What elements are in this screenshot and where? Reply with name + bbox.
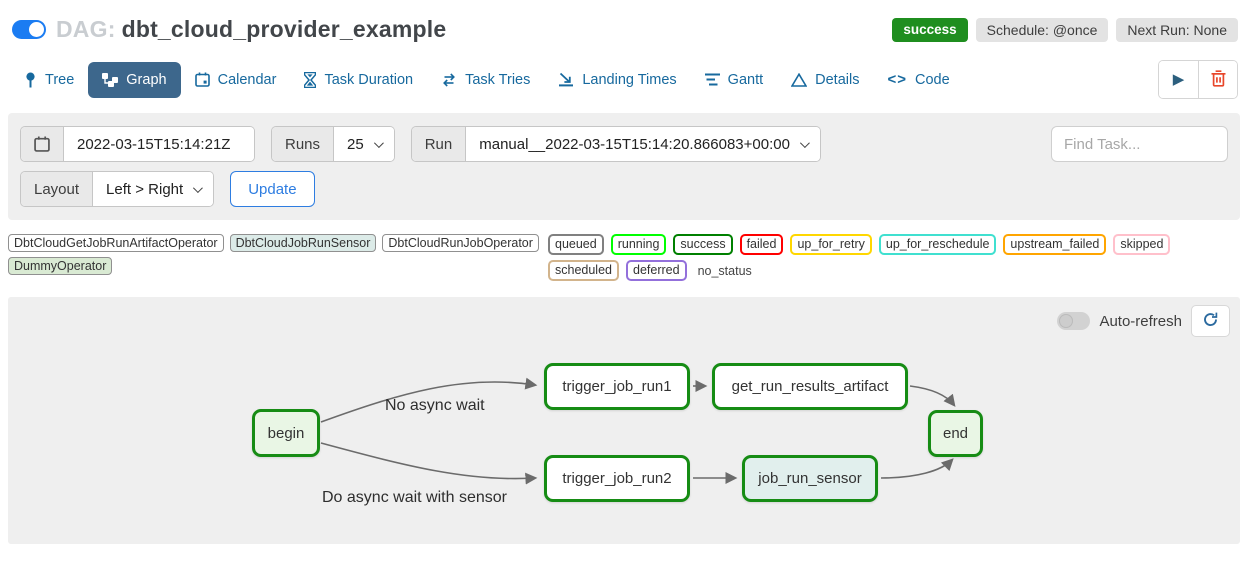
dag-prefix-label: DAG: — [56, 16, 116, 42]
tab-details[interactable]: Details — [777, 62, 873, 98]
no-status-label: no_status — [697, 263, 752, 278]
filter-row-2: Layout Left > Right Update — [20, 171, 1228, 207]
task-node-job-run-sensor[interactable]: job_run_sensor — [742, 455, 878, 502]
status-legend-badge[interactable]: running — [610, 234, 667, 255]
toggle-knob — [29, 22, 44, 37]
plane-landing-icon — [558, 72, 574, 87]
operator-legend: DbtCloudGetJobRunArtifactOperator DbtClo… — [8, 234, 548, 275]
tab-label: Tree — [45, 71, 75, 88]
auto-refresh-label: Auto-refresh — [1099, 312, 1182, 330]
tab-label: Code — [915, 71, 950, 88]
chevron-down-icon — [799, 137, 810, 148]
chevron-down-icon — [373, 137, 384, 148]
gantt-icon — [704, 73, 720, 86]
tab-task-duration[interactable]: Task Duration — [290, 62, 427, 98]
filter-panel: 2022-03-15T15:14:21Z Runs 25 Run manual_… — [8, 113, 1240, 220]
tab-tree[interactable]: Tree — [10, 62, 88, 98]
num-runs-group: Runs 25 — [271, 126, 395, 162]
auto-refresh-toggle[interactable] — [1057, 312, 1091, 330]
tab-label: Landing Times — [582, 71, 677, 88]
status-legend-badge[interactable]: upstream_failed — [1003, 234, 1107, 255]
find-task-input[interactable] — [1051, 126, 1228, 162]
tab-label: Gantt — [727, 71, 764, 88]
status-legend-badge[interactable]: success — [673, 234, 733, 255]
calendar-addon-icon[interactable] — [21, 127, 64, 161]
status-badge[interactable]: success — [892, 18, 968, 42]
run-select-group: Run manual__2022-03-15T15:14:20.866083+0… — [410, 126, 821, 162]
tree-icon — [24, 72, 37, 88]
operator-badge[interactable]: DbtCloudRunJobOperator — [382, 234, 539, 252]
layout-select[interactable]: Left > Right — [93, 172, 214, 206]
run-label: Run — [411, 127, 467, 161]
schedule-badge: Schedule: @once — [975, 18, 1109, 42]
update-button[interactable]: Update — [230, 171, 315, 207]
status-legend-badge[interactable]: queued — [548, 234, 604, 255]
dag-edges — [320, 377, 956, 485]
tab-label: Task Duration — [324, 71, 414, 88]
chevron-down-icon — [193, 182, 204, 193]
retry-icon — [441, 72, 457, 87]
delete-dag-button[interactable] — [1198, 61, 1237, 98]
trash-icon — [1211, 69, 1226, 90]
task-node-get-run-results-artifact[interactable]: get_run_results_artifact — [712, 363, 908, 410]
run-select[interactable]: manual__2022-03-15T15:14:20.866083+00:00 — [466, 127, 820, 161]
tab-landing-times[interactable]: Landing Times — [544, 62, 690, 98]
edge-label-no-async-wait: No async wait — [385, 397, 485, 414]
refresh-icon — [1202, 311, 1219, 331]
status-legend-badge[interactable]: scheduled — [548, 260, 619, 281]
edge-label-do-async-wait: Do async wait with sensor — [322, 489, 507, 506]
task-node-trigger-job-run1[interactable]: trigger_job_run1 — [544, 363, 690, 410]
tab-task-tries[interactable]: Task Tries — [427, 62, 544, 98]
toggle-knob — [1059, 314, 1074, 328]
dag-graph-panel: Auto-refresh begin trigger_job_run1 get_… — [8, 297, 1240, 544]
status-legend-badge[interactable]: deferred — [626, 260, 687, 281]
tab-label: Calendar — [217, 71, 277, 88]
operator-badge[interactable]: DbtCloudJobRunSensor — [229, 234, 377, 252]
code-icon: <> — [887, 71, 907, 88]
base-date-group: 2022-03-15T15:14:21Z — [20, 126, 255, 162]
runs-label: Runs — [272, 127, 335, 161]
triangle-icon — [791, 72, 808, 87]
operator-badge[interactable]: DummyOperator — [8, 257, 113, 275]
status-legend: queued running success failed up_for_ret… — [548, 234, 1240, 281]
graph-icon — [102, 72, 119, 87]
tab-label: Task Tries — [465, 71, 531, 88]
legend: DbtCloudGetJobRunArtifactOperator DbtClo… — [8, 234, 1240, 281]
header: DAG:dbt_cloud_provider_example success S… — [0, 0, 1248, 43]
base-date-input[interactable]: 2022-03-15T15:14:21Z — [64, 127, 254, 161]
layout-group: Layout Left > Right — [20, 171, 215, 207]
status-legend-badge[interactable]: failed — [739, 234, 784, 255]
status-legend-badge[interactable]: up_for_retry — [790, 234, 872, 255]
tab-gantt[interactable]: Gantt — [691, 62, 777, 98]
task-node-end[interactable]: end — [928, 410, 983, 457]
page-title: DAG:dbt_cloud_provider_example — [56, 16, 446, 43]
tab-label: Details — [815, 71, 860, 88]
trigger-dag-button[interactable]: ▶ — [1159, 61, 1198, 98]
task-node-trigger-job-run2[interactable]: trigger_job_run2 — [544, 455, 690, 502]
tab-calendar[interactable]: Calendar — [181, 62, 291, 98]
refresh-button[interactable] — [1191, 305, 1230, 337]
operator-badge[interactable]: DbtCloudGetJobRunArtifactOperator — [8, 234, 224, 252]
num-runs-select[interactable]: 25 — [334, 127, 394, 161]
tab-label: Graph — [126, 71, 167, 88]
view-tabbar: Tree Graph Calendar Task Duration Task T… — [0, 60, 1248, 99]
tab-code[interactable]: <> Code — [873, 61, 963, 98]
auto-refresh-control: Auto-refresh — [1057, 305, 1230, 337]
dag-pause-toggle[interactable] — [12, 20, 46, 39]
play-icon: ▶ — [1172, 71, 1185, 88]
hourglass-icon — [304, 71, 317, 88]
next-run-badge: Next Run: None — [1116, 18, 1238, 42]
status-legend-badge[interactable]: up_for_reschedule — [878, 234, 997, 255]
dag-action-buttons: ▶ — [1158, 60, 1238, 99]
layout-label: Layout — [21, 172, 94, 206]
header-badges: success Schedule: @once Next Run: None — [892, 18, 1238, 42]
calendar-icon — [194, 72, 210, 87]
tab-graph[interactable]: Graph — [88, 61, 181, 98]
task-node-begin[interactable]: begin — [252, 409, 320, 457]
status-legend-badge[interactable]: skipped — [1113, 234, 1171, 255]
dag-name: dbt_cloud_provider_example — [121, 16, 447, 42]
filter-row-1: 2022-03-15T15:14:21Z Runs 25 Run manual_… — [20, 126, 1228, 162]
dag-title-group: DAG:dbt_cloud_provider_example — [10, 16, 446, 43]
